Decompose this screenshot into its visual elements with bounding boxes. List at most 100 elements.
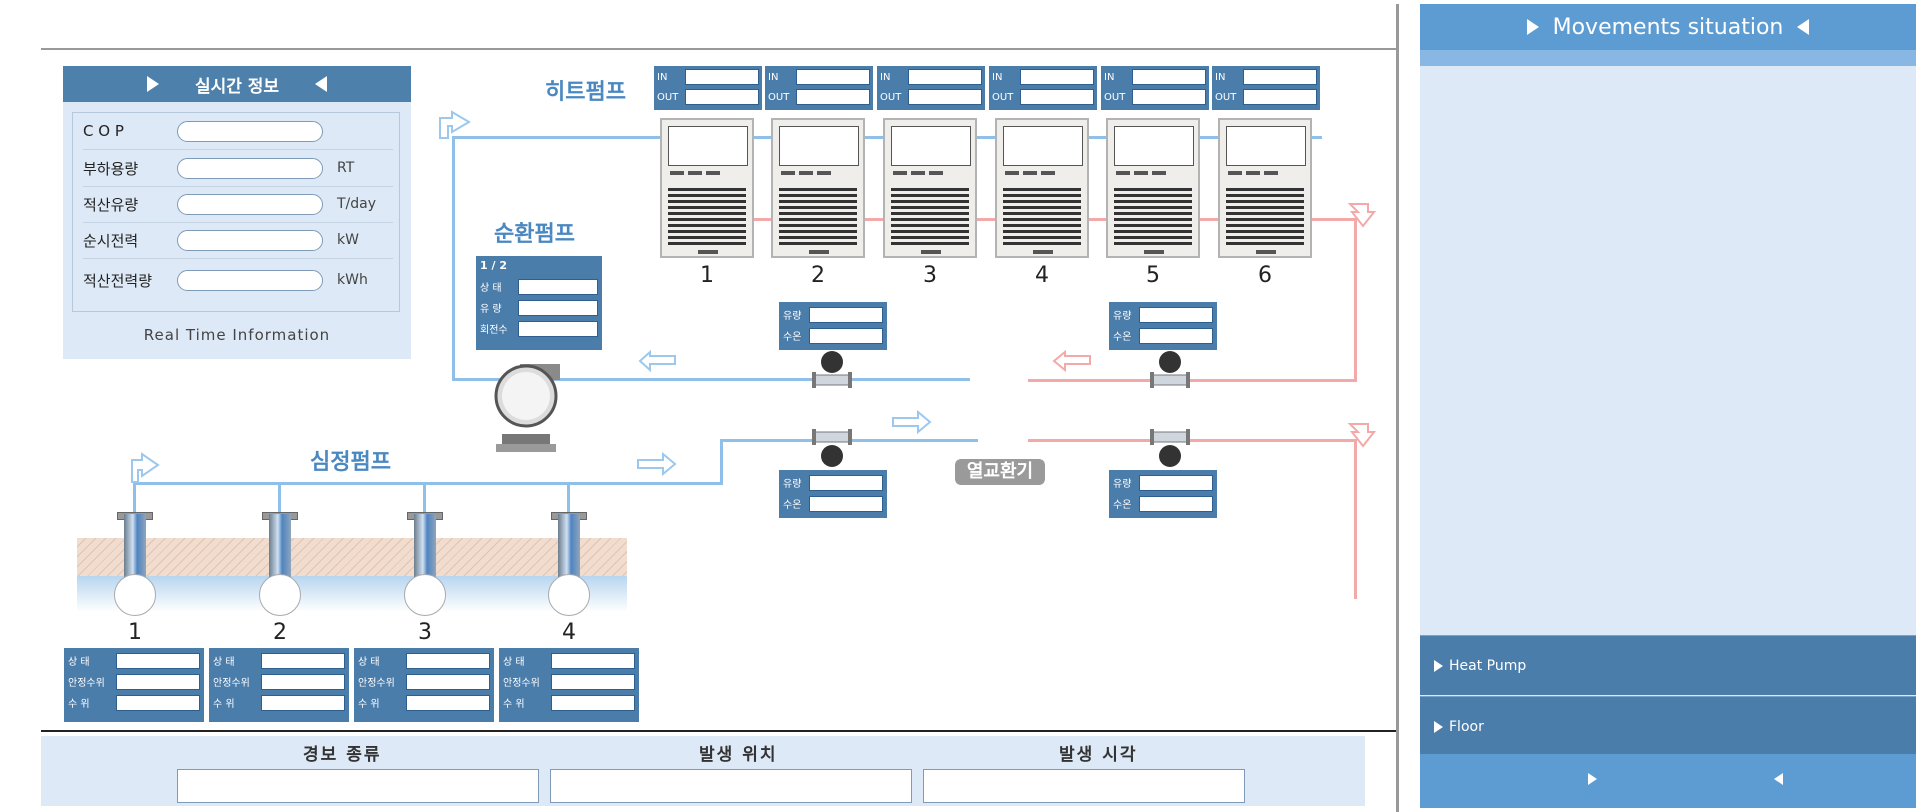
realtime-footer: Real Time Information [143, 326, 331, 344]
well-pump-icon[interactable] [114, 574, 156, 616]
flow-meter-icon[interactable] [810, 350, 854, 390]
instant-power-field[interactable] [177, 229, 323, 251]
well-pump-icon[interactable] [548, 574, 590, 616]
temp-label: 수온 [783, 500, 802, 511]
right-arrow-icon [892, 409, 932, 435]
well-pump-icon[interactable] [259, 574, 301, 616]
well-pump-title: 심정펌프 [310, 450, 391, 475]
cold-pipe-return [452, 378, 970, 381]
flow-label: 유량 [783, 479, 802, 490]
fm4-flow-field[interactable] [1139, 474, 1213, 491]
fm2-temp-field[interactable] [1139, 327, 1213, 344]
well3-level-field[interactable] [406, 694, 490, 711]
hp1-io: IN OUT [654, 66, 762, 110]
well4-status-field[interactable] [551, 652, 635, 669]
total-power-field[interactable] [177, 269, 323, 291]
triangle-left-icon[interactable] [1797, 19, 1810, 35]
alarm-type-header: 경보 종류 [303, 745, 382, 765]
flow-meter-icon[interactable] [810, 428, 854, 468]
hp5-out-field[interactable] [1132, 89, 1206, 105]
ground-layer [77, 538, 627, 576]
hp5-io: IN OUT [1101, 66, 1209, 110]
heat-pump-unit-2[interactable] [771, 118, 865, 258]
hp5-in-field[interactable] [1132, 69, 1206, 85]
fm2-flow-field[interactable] [1139, 306, 1213, 323]
circ-rpm-field[interactable] [518, 320, 598, 337]
heat-pump-unit-3[interactable] [883, 118, 977, 258]
total-flow-field[interactable] [177, 193, 323, 215]
in-label: IN [1215, 71, 1226, 83]
fm1-temp-field[interactable] [809, 327, 883, 344]
total-power-unit: kWh [337, 272, 368, 288]
cop-field[interactable] [177, 120, 323, 142]
heat-exchanger-label[interactable]: 열교환기 [955, 459, 1045, 485]
hp2-io: IN OUT [765, 66, 873, 110]
hp4-out-field[interactable] [1020, 89, 1094, 105]
heat-pump-unit-1[interactable] [660, 118, 754, 258]
flow-meter-icon[interactable] [1148, 350, 1192, 390]
well4-stable-field[interactable] [551, 673, 635, 690]
instant-power-row: 순시전력 kW [83, 222, 393, 259]
well1-level-field[interactable] [116, 694, 200, 711]
load-capacity-field[interactable] [177, 157, 323, 179]
flow-label: 유량 [783, 311, 802, 322]
hp1-in-field[interactable] [685, 69, 759, 85]
heat-pump-unit-6[interactable] [1218, 118, 1312, 258]
well1-stable-field[interactable] [116, 673, 200, 690]
alarm-bar: 경보 종류 발생 위치 발생 시각 [41, 736, 1365, 806]
load-capacity-row: 부하용량 RT [83, 150, 393, 187]
hot-pipe-lower-vertical [1354, 439, 1357, 599]
heat-pump-number: 1 [700, 263, 714, 288]
hp6-in-field[interactable] [1243, 69, 1317, 85]
well-pump-icon[interactable] [404, 574, 446, 616]
instant-power-label: 순시전력 [83, 231, 139, 250]
hp2-in-field[interactable] [796, 69, 870, 85]
hp3-out-field[interactable] [908, 89, 982, 105]
heat-pump-item[interactable]: Heat Pump [1420, 635, 1916, 695]
hp2-out-field[interactable] [796, 89, 870, 105]
status-label: 상 태 [213, 657, 235, 668]
well3-status-field[interactable] [406, 652, 490, 669]
well2-level-field[interactable] [261, 694, 345, 711]
temp-label: 수온 [783, 332, 802, 343]
in-label: IN [992, 71, 1003, 83]
hp6-out-field[interactable] [1243, 89, 1317, 105]
hp1-out-field[interactable] [685, 89, 759, 105]
alarm-type-field[interactable] [177, 769, 539, 803]
triangle-right-icon[interactable] [1526, 19, 1539, 35]
alarm-location-field[interactable] [550, 769, 912, 803]
fm3-flow-field[interactable] [809, 474, 883, 491]
heat-pump-unit-4[interactable] [995, 118, 1089, 258]
out-label: OUT [880, 91, 902, 103]
in-label: IN [880, 71, 891, 83]
hp3-in-field[interactable] [908, 69, 982, 85]
prev-icon[interactable] [1774, 773, 1783, 785]
rpm-label: 회전수 [480, 325, 508, 336]
fm1-flow-field[interactable] [809, 306, 883, 323]
circulation-pump-icon[interactable] [490, 360, 570, 456]
cold-pipe-lower-vertical [720, 439, 723, 484]
floor-item[interactable]: Floor [1420, 696, 1916, 756]
flow-meter-icon[interactable] [1148, 428, 1192, 468]
status-label: 상 태 [358, 657, 380, 668]
well3-stable-field[interactable] [406, 673, 490, 690]
triangle-left-icon[interactable] [315, 76, 328, 92]
well2-status-field[interactable] [261, 652, 345, 669]
bottom-divider [41, 730, 1396, 732]
total-flow-label: 적산유량 [83, 195, 139, 214]
fm4-temp-field[interactable] [1139, 495, 1213, 512]
circ-flow-field[interactable] [518, 299, 598, 316]
heat-pump-unit-5[interactable] [1106, 118, 1200, 258]
flow-label: 유 량 [480, 304, 502, 315]
well4-level-field[interactable] [551, 694, 635, 711]
heat-pump-number: 5 [1146, 263, 1160, 288]
triangle-right-icon[interactable] [146, 76, 159, 92]
alarm-time-header: 발생 시각 [1059, 745, 1138, 765]
well1-status-field[interactable] [116, 652, 200, 669]
next-icon[interactable] [1588, 773, 1597, 785]
hp4-in-field[interactable] [1020, 69, 1094, 85]
fm3-temp-field[interactable] [809, 495, 883, 512]
well2-stable-field[interactable] [261, 673, 345, 690]
alarm-time-field[interactable] [923, 769, 1245, 803]
circ-status-field[interactable] [518, 278, 598, 295]
